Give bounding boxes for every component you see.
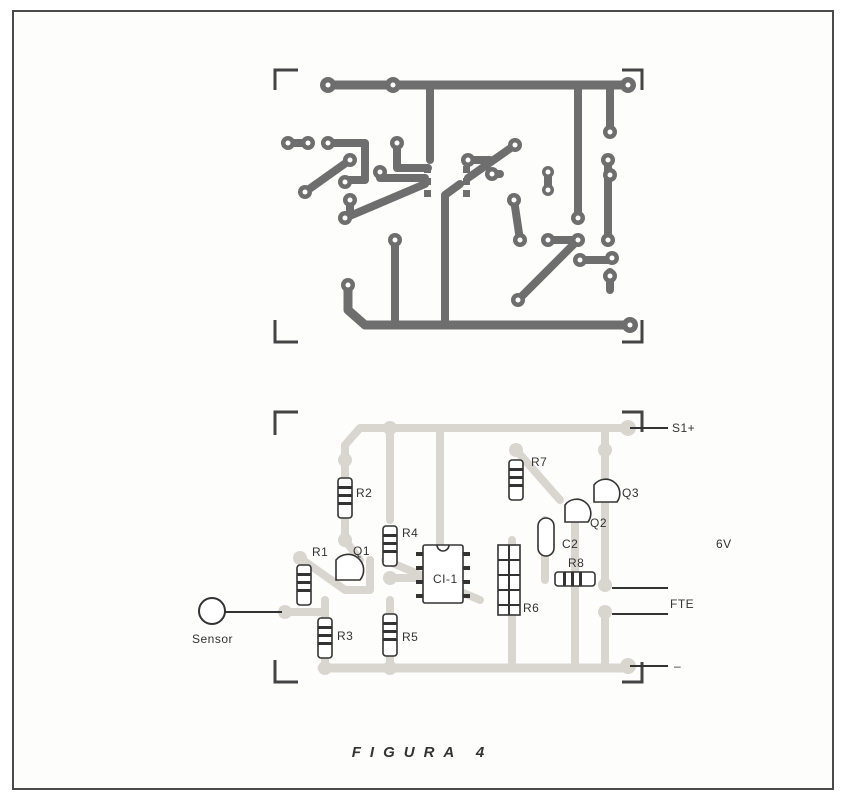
label-s1: S1+ <box>672 421 695 435</box>
capacitor-c2 <box>537 517 555 557</box>
resistor-r3 <box>317 617 333 659</box>
label-r2: R2 <box>356 486 372 500</box>
potentiometer-r6 <box>497 544 521 616</box>
pcb-copper-layout <box>273 68 644 344</box>
corner-mark <box>622 662 644 684</box>
resistor-r1 <box>296 564 312 606</box>
sensor-plate-icon <box>198 597 226 625</box>
copper-tracks <box>284 80 635 330</box>
label-sensor: Sensor <box>192 632 233 646</box>
label-r4: R4 <box>402 526 418 540</box>
ic-ci1 <box>416 544 470 604</box>
corner-mark <box>273 68 298 90</box>
corner-mark <box>273 410 298 435</box>
label-r8: R8 <box>568 556 584 570</box>
transistor-q1 <box>335 553 365 581</box>
label-r6: R6 <box>523 601 539 615</box>
figure-caption: FIGURA 4 <box>351 744 494 761</box>
corner-mark <box>273 320 298 344</box>
label-r5: R5 <box>402 630 418 644</box>
corner-mark <box>622 68 644 90</box>
transistor-q3 <box>593 478 621 503</box>
label-r7: R7 <box>531 455 547 469</box>
label-ci1: CI-1 <box>433 572 458 586</box>
ic-footprint <box>424 166 470 197</box>
pcb-component-layout: R1 R2 R3 R4 R5 R6 R7 R8 Q1 Q2 Q3 C2 CI-1… <box>192 410 732 684</box>
resistor-r5 <box>382 613 398 657</box>
figure-frame <box>12 10 834 790</box>
label-minus: – <box>674 659 681 673</box>
label-fte: FTE <box>670 597 694 611</box>
label-6v: 6V <box>716 537 732 551</box>
corner-mark <box>622 410 644 432</box>
label-q2: Q2 <box>590 516 607 530</box>
resistor-r8 <box>554 571 596 587</box>
label-r3: R3 <box>337 629 353 643</box>
resistor-r2 <box>337 477 353 519</box>
resistor-r4 <box>382 525 398 567</box>
silk-pads <box>278 420 636 675</box>
transistor-q2 <box>564 498 592 523</box>
corner-mark <box>622 320 644 344</box>
corner-mark <box>273 660 298 684</box>
label-q3: Q3 <box>622 486 639 500</box>
label-q1: Q1 <box>353 544 370 558</box>
label-c2: C2 <box>562 537 578 551</box>
resistor-r7 <box>508 459 524 501</box>
label-r1: R1 <box>312 545 328 559</box>
copper-pads <box>281 77 638 333</box>
